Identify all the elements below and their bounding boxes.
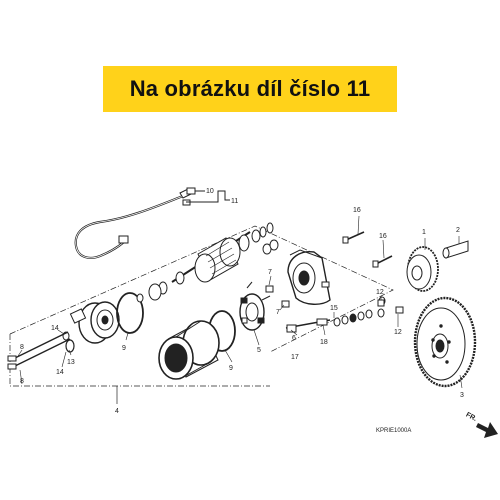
motor-yoke <box>158 320 220 380</box>
starter-cable <box>74 188 192 259</box>
direction-label: FR. <box>465 411 478 423</box>
callout-13: 13 <box>67 359 75 366</box>
callout-12-lower: 12 <box>394 329 402 336</box>
callout-8-lower: 8 <box>20 378 24 385</box>
armature <box>136 222 279 303</box>
front-direction-arrow <box>476 422 498 438</box>
brush-holder <box>239 281 271 331</box>
callout-10: 10 <box>206 188 214 195</box>
callout-14-lower: 14 <box>56 369 64 376</box>
callout-17: 17 <box>291 354 299 361</box>
callout-1: 1 <box>422 229 426 236</box>
callout-7-upper: 7 <box>268 269 272 276</box>
rear-cover <box>287 249 331 305</box>
callout-18: 18 <box>320 339 328 346</box>
callout-6: 6 <box>292 335 296 342</box>
callout-labels: 1 2 3 4 5 6 7 7 8 8 9 9 10 11 12 12 13 1… <box>20 188 478 434</box>
callout-2: 2 <box>456 227 460 234</box>
gear-shaft <box>442 240 469 259</box>
callout-16-lower: 16 <box>379 233 387 240</box>
part-number-banner: Na obrázku díl číslo 11 <box>103 66 397 112</box>
callout-11: 11 <box>231 198 238 205</box>
callout-8-upper: 8 <box>20 344 24 351</box>
through-bolts <box>7 331 71 370</box>
callout-15: 15 <box>330 305 338 312</box>
reduction-gear <box>406 246 439 292</box>
callout-14-upper: 14 <box>51 325 59 332</box>
callout-16-upper: 16 <box>353 207 361 214</box>
callout-7-lower: 7 <box>276 309 280 316</box>
front-cover <box>69 301 120 344</box>
callout-3: 3 <box>460 392 464 399</box>
callout-12-upper: 12 <box>376 289 384 296</box>
callout-5: 5 <box>257 347 261 354</box>
callout-9-right: 9 <box>229 365 233 372</box>
callout-4: 4 <box>115 408 119 415</box>
banner-text: Na obrázku díl číslo 11 <box>129 76 371 101</box>
diagram-code: KPRIE1000A <box>376 428 411 434</box>
starter-driven-gear <box>413 296 477 388</box>
callout-9-left: 9 <box>122 345 126 352</box>
